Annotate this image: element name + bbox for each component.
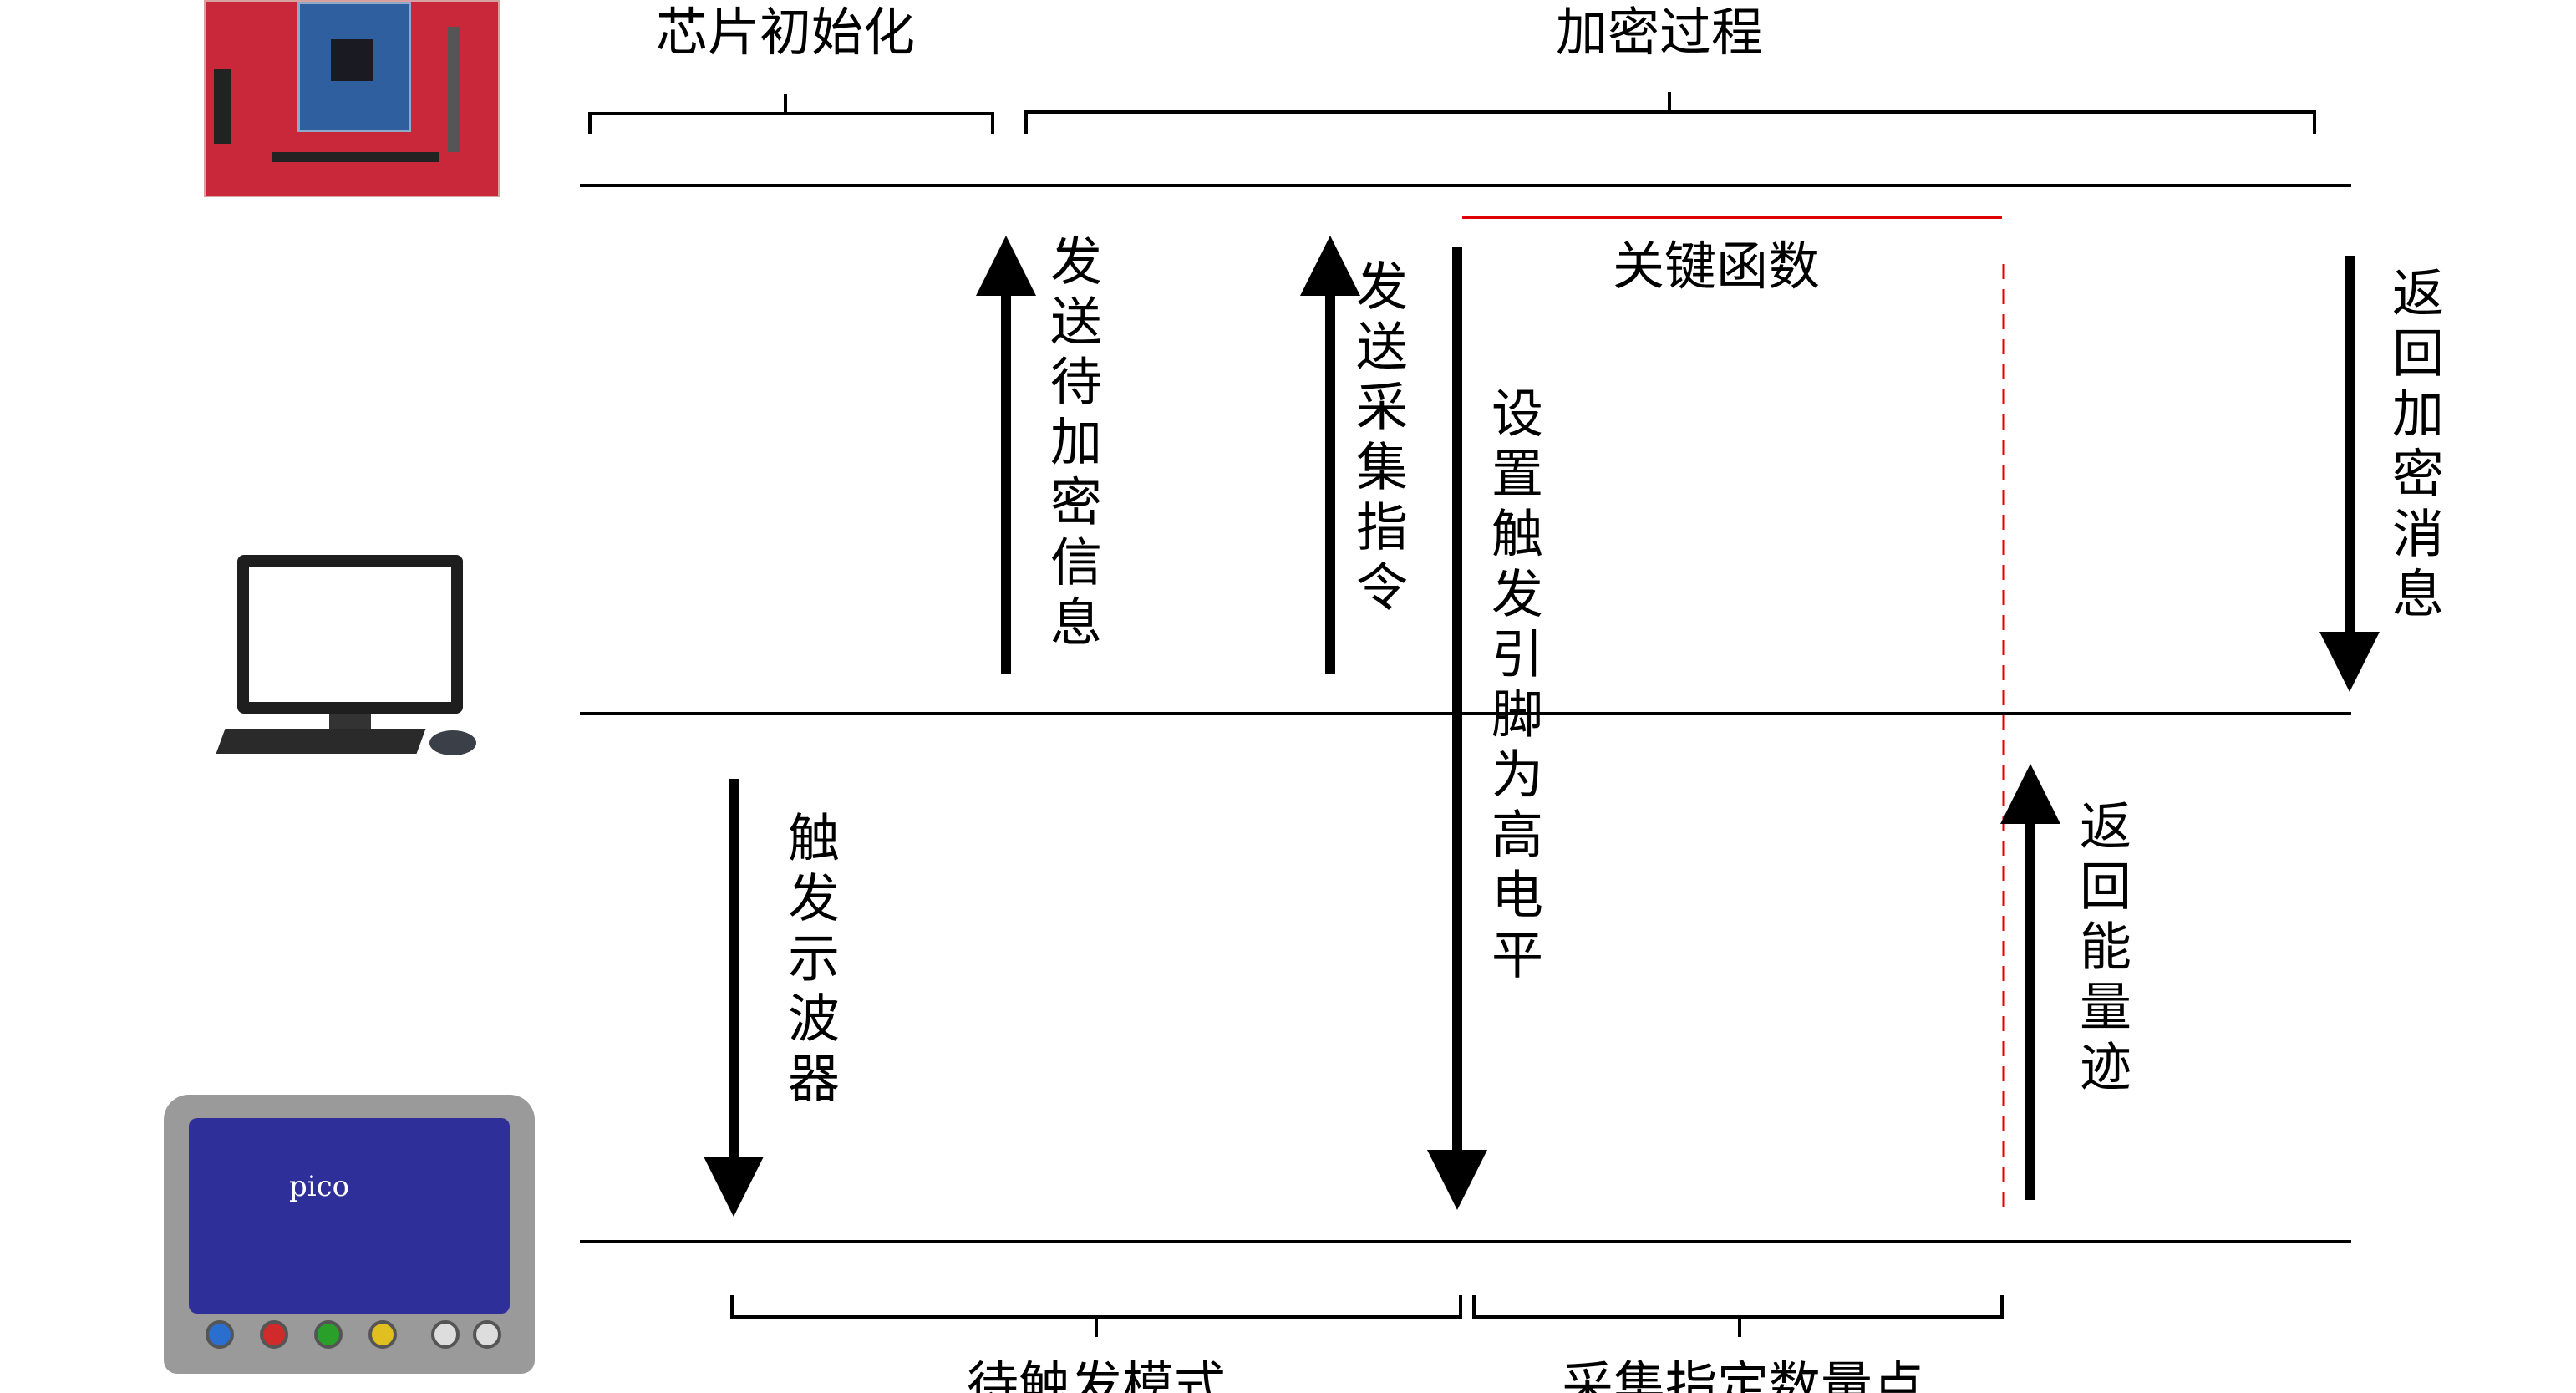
encryption-label: 加密过程 bbox=[1555, 2, 1764, 63]
trigger-scope-label: 触发示波器 bbox=[779, 811, 840, 1111]
send-capture-cmd-label: 发送采集指令 bbox=[1347, 259, 1408, 620]
pico-logo: pico bbox=[289, 1170, 350, 1203]
send-plaintext-label: 发送待加密信息 bbox=[1041, 234, 1102, 655]
wait-trigger-brace bbox=[730, 1295, 1462, 1337]
chip-init-brace bbox=[588, 94, 994, 134]
set-trigger-high-label: 设置触发引脚为高电平 bbox=[1482, 386, 1543, 988]
return-trace-label: 返回能量迹 bbox=[2070, 799, 2131, 1100]
key-function-label: 关键函数 bbox=[1612, 236, 1821, 297]
encryption-brace bbox=[1024, 92, 2316, 134]
chip-init-label: 芯片初始化 bbox=[655, 2, 916, 63]
oscilloscope-image: pico bbox=[164, 1095, 535, 1374]
sample-points-label: 采集指定数量点 bbox=[1561, 1355, 1925, 1393]
chip-board-image bbox=[204, 0, 500, 197]
return-ciphertext-label: 返回加密消息 bbox=[2383, 266, 2444, 627]
computer-image bbox=[216, 555, 488, 759]
wait-trigger-label: 待触发模式 bbox=[966, 1355, 1227, 1393]
sample-points-brace bbox=[1472, 1295, 2004, 1337]
